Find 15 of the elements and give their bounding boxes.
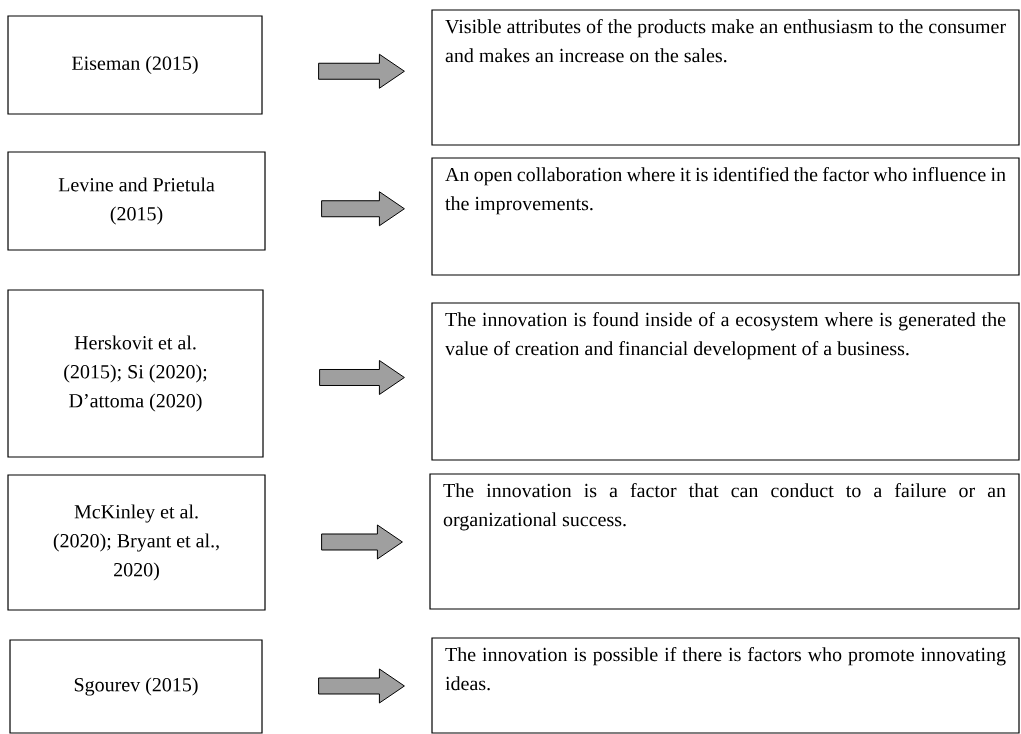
source-box: Herskovit et al. (2015); Si (2020); D’attoma (2020) bbox=[7, 289, 264, 458]
arrow bbox=[319, 360, 405, 395]
arrow bbox=[318, 668, 405, 704]
description-box: An open collaboration where it is identified the factor who influence in the improvements. bbox=[431, 157, 1020, 276]
description-box: The innovation is possible if there is factors who promote innovating ideas. bbox=[431, 637, 1020, 734]
arrow bbox=[318, 53, 405, 89]
source-box: Eiseman (2015) bbox=[7, 15, 263, 115]
description-box: Visible attributes of the products make an enthusiasm to the consumer and makes an increase on the sales. bbox=[431, 9, 1020, 146]
source-box: Levine and Prietula (2015) bbox=[7, 151, 266, 251]
arrow bbox=[321, 524, 403, 560]
description-box: The innovation is a factor that can conduct to a failure or an organizational success. bbox=[429, 473, 1020, 610]
source-box: Sgourev (2015) bbox=[9, 639, 263, 734]
source-box: McKinley et al. (2020); Bryant et al., 2020) bbox=[7, 474, 266, 611]
arrow bbox=[321, 191, 405, 227]
description-box: The innovation is found inside of a ecosystem where is generated the value of creation and financial development of a business. bbox=[431, 302, 1020, 461]
